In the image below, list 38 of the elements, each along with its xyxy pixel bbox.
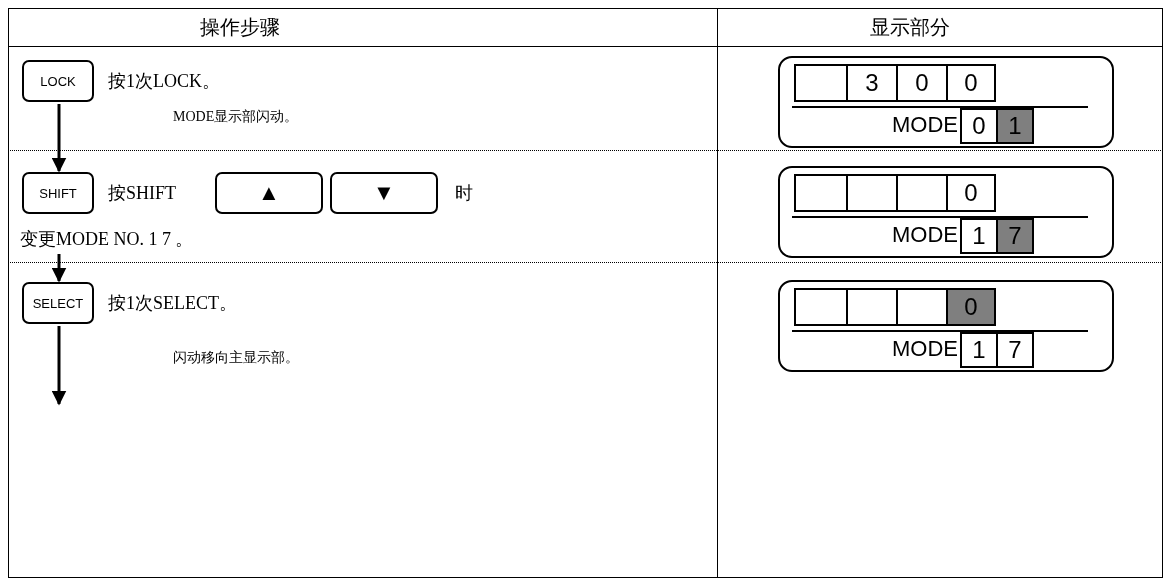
note-text: 闪动移向主显示部。	[173, 349, 299, 367]
arrow	[51, 326, 67, 406]
select-key: SELECT	[22, 282, 94, 324]
digit-cell: 1	[996, 108, 1034, 144]
digit-cell: 0	[896, 64, 948, 102]
step-text: 变更MODE NO. 1 7 。	[20, 226, 194, 252]
note-text: MODE显示部闪动。	[173, 108, 299, 126]
step-text: 按SHIFT	[108, 182, 176, 205]
display-panel	[778, 56, 1114, 148]
digit-cell: 0	[946, 64, 996, 102]
digit-cell: 1	[960, 332, 998, 368]
display-panel	[778, 166, 1114, 258]
digit-cell	[846, 174, 898, 212]
up-key: ▲	[215, 172, 323, 214]
shift-key: SHIFT	[22, 172, 94, 214]
digit-cell: 3	[846, 64, 898, 102]
digit-cell	[794, 64, 848, 102]
mode-text: MODE	[891, 222, 958, 249]
step-text: 时	[455, 182, 473, 205]
digit-cell	[896, 174, 948, 212]
digit-cell	[794, 288, 848, 326]
step-text: 按1次LOCK。	[108, 70, 220, 93]
digit-cell: 7	[996, 218, 1034, 254]
step-text: 按1次SELECT。	[108, 292, 237, 315]
arrow	[51, 254, 67, 283]
down-key: ▼	[330, 172, 438, 214]
arrow	[51, 104, 67, 173]
header-text: 操作步骤	[200, 15, 280, 40]
digit-cell	[794, 174, 848, 212]
mode-text: MODE	[891, 112, 958, 139]
mode-text: MODE	[891, 336, 958, 363]
digit-cell: 7	[996, 332, 1034, 368]
digit-cell	[846, 288, 898, 326]
header-text: 显示部分	[870, 15, 950, 40]
digit-cell: 0	[946, 174, 996, 212]
digit-cell: 0	[946, 288, 996, 326]
lock-key: LOCK	[22, 60, 94, 102]
display-panel	[778, 280, 1114, 372]
